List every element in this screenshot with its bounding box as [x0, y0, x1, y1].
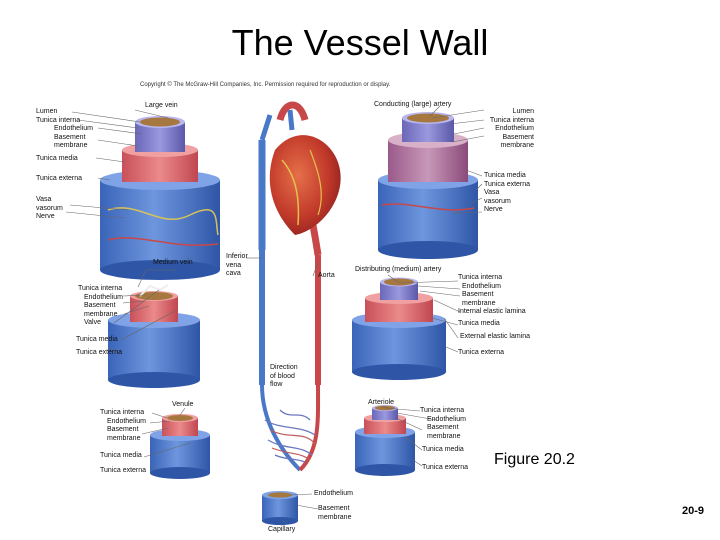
venule-illustration: [150, 414, 210, 479]
capillary-bed-illustration: [260, 384, 321, 472]
arteriole-tunica-externa: Tunica externa: [422, 464, 469, 471]
label-basement: Basement: [84, 302, 116, 309]
arteriole-illustration: [355, 405, 415, 476]
label-membrane: membrane: [462, 299, 496, 307]
conducting-artery-heading: Conducting (large) artery: [374, 101, 452, 108]
conducting-artery-media-group: Tunica media Tunica externa Vasa vasorum…: [484, 172, 530, 215]
label-vena: vena: [226, 261, 242, 269]
label-nerve: Nerve: [36, 213, 55, 220]
label-inferior: Inferior: [226, 253, 248, 260]
label-vasorum: vasorum: [36, 204, 63, 212]
label-of-blood: of blood: [270, 372, 295, 380]
conducting-artery-lumen-group: Lumen Tunica interna Endothelium Basemen…: [470, 108, 534, 151]
inferior-vena-cava-label: Inferior vena cava: [226, 253, 248, 279]
direction-of-flow-label: Direction of blood flow: [270, 364, 298, 390]
page-number: 20-9: [682, 505, 705, 517]
label-vasorum: vasorum: [484, 197, 511, 205]
distributing-artery-external-elastic-lamina: External elastic lamina: [460, 333, 531, 340]
arteriole-interna-group: Tunica interna Endothelium Basement memb…: [420, 407, 466, 441]
venule-tunica-externa: Tunica externa: [100, 467, 147, 474]
distributing-artery-tunica-media: Tunica media: [458, 320, 500, 327]
distributing-artery-tunica-externa: Tunica externa: [458, 349, 505, 356]
capillary-basement-group: Basement membrane: [318, 505, 351, 522]
capillary-heading: Capillary: [268, 526, 296, 533]
label-membrane: membrane: [318, 513, 352, 521]
label-basement: Basement: [427, 424, 459, 431]
label-endothelium: Endothelium: [427, 415, 466, 423]
distributing-artery-heading: Distributing (medium) artery: [355, 266, 442, 273]
leader-lines: [65, 105, 485, 523]
label-vasa: Vasa: [36, 196, 52, 203]
large-vein-heading: Large vein: [145, 102, 178, 109]
label-tunica-interna: Tunica interna: [489, 116, 534, 124]
arteriole-heading: Arteriole: [368, 399, 395, 406]
label-basement: Basement: [54, 133, 86, 141]
figure-caption: Figure 20.2: [494, 451, 575, 468]
label-membrane: membrane: [427, 432, 461, 440]
label-direction: Direction: [270, 364, 298, 371]
label-tunica-interna: Tunica interna: [36, 116, 81, 124]
label-tunica-media: Tunica media: [484, 172, 526, 179]
medium-vein-illustration: [108, 284, 200, 388]
conducting-artery-illustration: [378, 112, 478, 259]
copyright-notice: Copyright © The McGraw-Hill Companies, I…: [140, 82, 391, 88]
label-membrane: membrane: [54, 142, 88, 149]
label-tunica-interna: Tunica interna: [78, 285, 123, 292]
distributing-artery-illustration: [352, 277, 446, 380]
label-membrane: membrane: [107, 434, 141, 442]
capillary-endothelium: Endothelium: [314, 490, 353, 497]
label-tunica-interna: Tunica interna: [420, 407, 465, 414]
label-endothelium: Endothelium: [107, 417, 146, 425]
large-vein-vasa-group: Vasa vasorum Nerve: [36, 196, 63, 222]
label-endothelium: Endothelium: [462, 282, 501, 290]
label-lumen: Lumen: [36, 108, 58, 115]
distributing-artery-interna-group: Tunica interna Endothelium Basement memb…: [458, 274, 526, 317]
medium-vein-interna-group: Tunica interna Endothelium Basement memb…: [78, 285, 123, 328]
venule-heading: Venule: [172, 401, 194, 408]
heart-illustration: [258, 101, 341, 385]
venule-interna-group: Tunica interna Endothelium Basement memb…: [100, 409, 146, 443]
label-basement: Basement: [107, 426, 139, 433]
label-endothelium: Endothelium: [495, 125, 534, 132]
label-valve: Valve: [84, 319, 101, 326]
label-basement: Basement: [318, 505, 350, 512]
label-basement: Basement: [462, 291, 494, 298]
label-cava: cava: [226, 270, 241, 277]
label-membrane: membrane: [500, 142, 534, 149]
label-basement: Basement: [502, 133, 534, 141]
label-endothelium: Endothelium: [54, 125, 93, 132]
label-flow: flow: [270, 381, 283, 388]
label-membrane: membrane: [84, 310, 118, 318]
medium-vein-heading: Medium vein: [153, 259, 193, 266]
large-vein-tunica-externa: Tunica externa: [36, 175, 83, 182]
label-vasa: Vasa: [484, 189, 500, 196]
label-lumen: Lumen: [512, 108, 534, 115]
arteriole-tunica-media: Tunica media: [422, 446, 464, 453]
label-tunica-externa: Tunica externa: [484, 180, 531, 188]
large-vein-lumen-group: Lumen Tunica interna Endothelium Basemen…: [36, 108, 93, 151]
label-internal-elastic-lamina: Internal elastic lamina: [458, 308, 526, 315]
medium-vein-tunica-externa: Tunica externa: [76, 349, 123, 356]
label-tunica-interna: Tunica interna: [458, 274, 503, 281]
label-nerve: Nerve: [484, 206, 503, 213]
label-endothelium: Endothelium: [84, 293, 123, 301]
capillary-illustration: [262, 491, 298, 525]
large-vein-tunica-media: Tunica media: [36, 155, 78, 162]
venule-tunica-media: Tunica media: [100, 452, 142, 459]
aorta-label: Aorta: [318, 272, 335, 279]
label-tunica-interna: Tunica interna: [100, 409, 145, 416]
medium-vein-tunica-media: Tunica media: [76, 336, 118, 343]
large-vein-illustration: [100, 116, 220, 280]
page-title: The Vessel Wall: [231, 22, 489, 63]
